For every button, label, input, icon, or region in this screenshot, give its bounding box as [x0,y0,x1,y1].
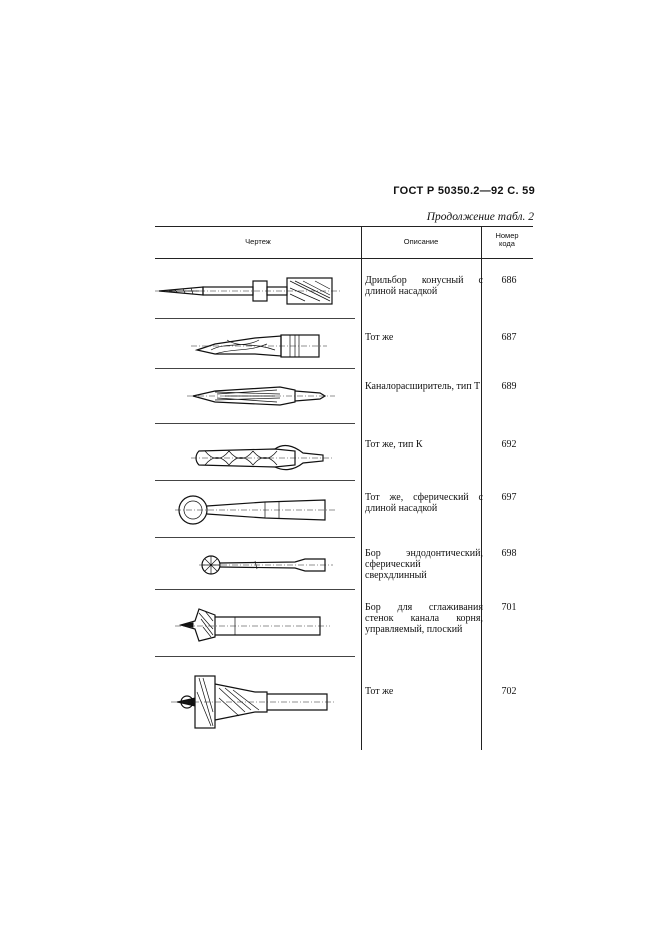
row-code: 686 [501,275,517,286]
row-code: 689 [501,381,517,392]
row-separator [155,589,355,590]
row-description: Дрильбор конусный с длиной насадкой [365,275,483,297]
column-header-code: Номер кода [495,231,519,248]
table-header-rule [155,258,533,259]
row-description: Бор эндодонтический, сферический сверхдл… [365,548,483,581]
table-col-divider [361,226,362,750]
instrument-table: Чертеж Описание Номер кода Дрильбор кону… [155,226,533,750]
row-code: 692 [501,439,517,450]
row-separator [155,423,355,424]
row-separator [155,318,355,319]
row-code: 698 [501,548,517,559]
endodontic-bur-icon [199,555,333,575]
row-code: 687 [501,332,517,343]
canal-widener-k-icon [191,444,333,471]
column-header-drawing: Чертеж [245,237,271,246]
spherical-widener-icon [175,495,335,525]
page-header: ГОСТ Р 50350.2—92 С. 59 [393,185,535,197]
smoothing-bur-large-icon [171,675,335,729]
row-separator [155,480,355,481]
table-col-divider [481,226,482,750]
smoothing-bur-icon [175,608,330,642]
row-separator [155,368,355,369]
table-top-rule [155,226,533,227]
row-code: 702 [501,686,517,697]
row-description: Тот же [365,332,394,343]
row-description: Тот же, сферический с длиной насадкой [365,492,483,514]
column-header-description: Описание [403,237,439,246]
row-separator [155,537,355,538]
conical-drill-bur-icon [155,277,340,305]
twist-bur-icon [191,334,327,358]
table-continuation-caption: Продолжение табл. 2 [426,211,534,223]
row-separator [155,656,355,657]
row-code: 701 [501,602,517,613]
row-description: Тот же [365,686,394,697]
row-description: Бор для сглаживания стенок канала корня,… [365,602,483,635]
row-description: Тот же, тип К [365,439,423,450]
canal-widener-t-icon [187,386,335,406]
row-description: Каналорасширитель, тип Т [365,381,481,392]
row-code: 697 [501,492,517,503]
